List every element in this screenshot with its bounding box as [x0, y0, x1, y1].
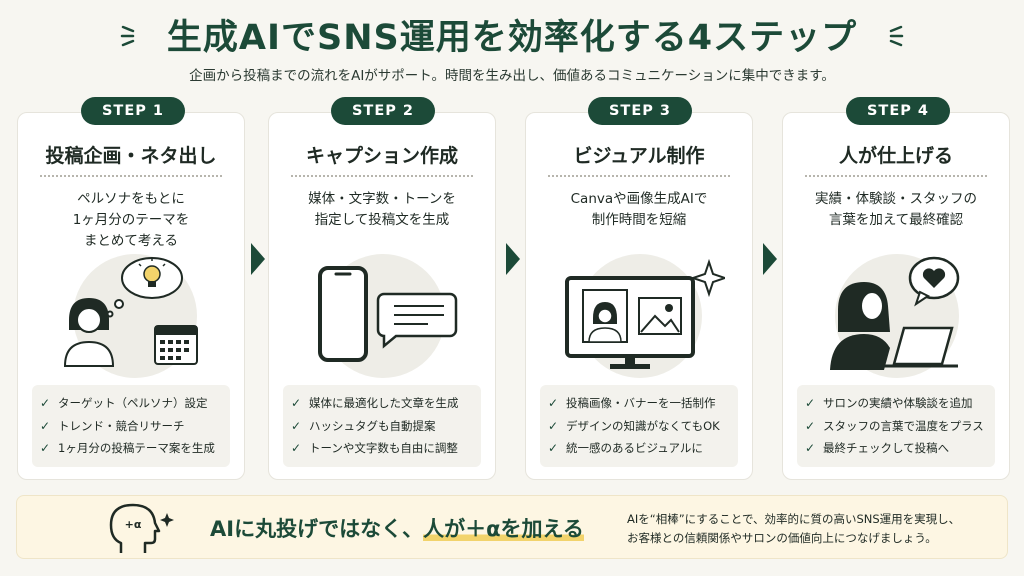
step-description: ペルソナをもとに 1ヶ月分のテーマを まとめて考える — [72, 191, 190, 249]
check-icon: ✓ — [805, 441, 816, 456]
step-badge-3: STEP 3 — [588, 97, 692, 125]
check-item: ✓スタッフの言葉で温度をプラス — [805, 418, 984, 433]
check-item: ✓媒体に最適化した文章を生成 — [291, 396, 459, 411]
step-title: ビジュアル制作 — [573, 145, 705, 167]
step-title: キャプション作成 — [305, 145, 458, 167]
check-icon: ✓ — [548, 418, 559, 433]
check-icon: ✓ — [40, 418, 51, 433]
check-icon: ✓ — [291, 418, 302, 433]
check-item: ✓投稿画像・バナーを一括制作 — [548, 396, 716, 411]
page-subtitle: 企画から投稿までの流れをAIがサポート。時間を生み出し、価値あるコミュニケーショ… — [189, 68, 835, 84]
checklist: ✓投稿画像・バナーを一括制作 ✓デザインの知識がなくてもOK ✓統一感のあるビジ… — [540, 385, 738, 467]
check-icon: ✓ — [40, 396, 51, 411]
divider — [291, 175, 473, 177]
checklist: ✓ターゲット（ペルソナ）設定 ✓トレンド・競合リサーチ ✓1ヶ月分の投稿テーマ案… — [32, 385, 230, 467]
step-card-3: ビジュアル制作 Canvaや画像生成AIで 制作時間を短縮 ✓投稿画像・バナーを… — [525, 112, 753, 480]
step-card-2: キャプション作成 媒体・文字数・トーンを 指定して投稿文を生成 ✓媒体に最適化し… — [268, 112, 496, 480]
head-plus-alpha-icon: +α — [109, 503, 174, 553]
highlighted-phrase: 人が＋αを加える — [423, 517, 584, 541]
check-icon: ✓ — [291, 396, 302, 411]
persona-lightbulb-calendar-icon — [63, 254, 198, 378]
check-icon: ✓ — [548, 396, 559, 411]
sparkle-lines-left-icon — [120, 25, 135, 47]
check-item: ✓トレンド・競合リサーチ — [40, 418, 185, 433]
check-icon: ✓ — [548, 441, 559, 456]
header: 生成AIでSNS運用を効率化する4ステップ — [0, 10, 1024, 58]
step-badge-2: STEP 2 — [331, 97, 435, 125]
divider — [40, 175, 222, 177]
check-icon: ✓ — [805, 396, 816, 411]
step-card-1: 投稿企画・ネタ出し ペルソナをもとに 1ヶ月分のテーマを まとめて考える ✓ター… — [17, 112, 245, 480]
check-icon: ✓ — [291, 441, 302, 456]
step-description: 媒体・文字数・トーンを 指定して投稿文を生成 — [308, 191, 456, 228]
check-item: ✓統一感のあるビジュアルに — [548, 441, 703, 456]
arrow-right-icon — [251, 243, 265, 275]
smartphone-speech-bubble-icon — [318, 254, 458, 378]
summary-headline: AIに丸投げではなく、人が＋αを加える — [210, 517, 584, 541]
check-item: ✓サロンの実績や体験談を追加 — [805, 396, 973, 411]
check-item: ✓最終チェックして投稿へ — [805, 441, 950, 456]
summary-banner: +α AIに丸投げではなく、人が＋αを加える AIを“相棒”にすることで、効率的… — [16, 495, 1008, 559]
step-title: 投稿企画・ネタ出し — [45, 145, 217, 167]
step-description: 実績・体験談・スタッフの 言葉を加えて最終確認 — [815, 191, 977, 228]
page-title: 生成AIでSNS運用を効率化する4ステップ — [166, 17, 858, 58]
step-card-4: 人が仕上げる 実績・体験談・スタッフの 言葉を加えて最終確認 ✓サロンの実績や体… — [782, 112, 1010, 480]
step-badge-1: STEP 1 — [81, 97, 185, 125]
sparkle-lines-right-icon — [889, 25, 904, 47]
step-badge-4: STEP 4 — [846, 97, 950, 125]
step-title: 人が仕上げる — [838, 145, 953, 167]
check-item: ✓デザインの知識がなくてもOK — [548, 418, 720, 433]
divider — [548, 175, 730, 177]
arrow-right-icon — [763, 243, 777, 275]
check-icon: ✓ — [40, 441, 51, 456]
check-item: ✓1ヶ月分の投稿テーマ案を生成 — [40, 441, 215, 456]
checklist: ✓媒体に最適化した文章を生成 ✓ハッシュタグも自動提案 ✓トーンや文字数も自由に… — [283, 385, 481, 467]
divider — [805, 175, 987, 177]
monitor-image-sparkle-icon — [565, 254, 725, 378]
check-item: ✓ターゲット（ペルソナ）設定 — [40, 396, 208, 411]
check-icon: ✓ — [805, 418, 816, 433]
check-item: ✓ハッシュタグも自動提案 — [291, 418, 436, 433]
person-laptop-heart-icon — [830, 254, 960, 378]
arrow-right-icon — [506, 243, 520, 275]
checklist: ✓サロンの実績や体験談を追加 ✓スタッフの言葉で温度をプラス ✓最終チェックして… — [797, 385, 995, 467]
check-item: ✓トーンや文字数も自由に調整 — [291, 441, 458, 456]
step-description: Canvaや画像生成AIで 制作時間を短縮 — [570, 191, 708, 228]
plus-alpha-label: +α — [125, 518, 142, 531]
summary-note: AIを“相棒”にすることで、効率的に質の高いSNS運用を実現し、 お客様との信頼… — [627, 512, 961, 545]
